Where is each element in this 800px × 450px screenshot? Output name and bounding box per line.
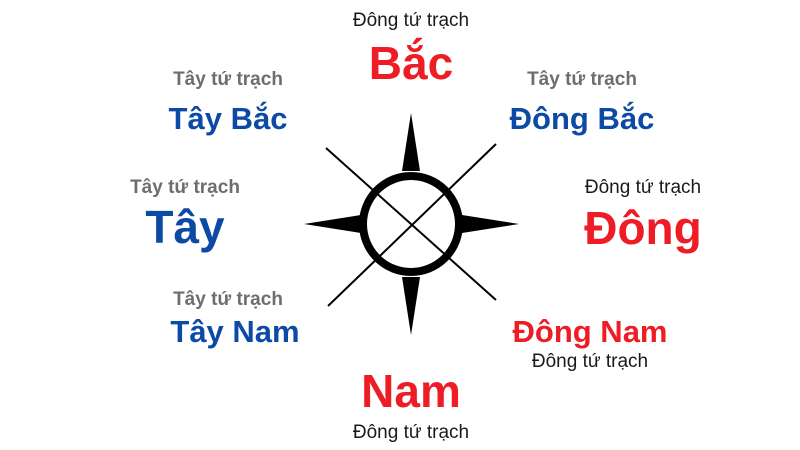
compass-diagonal-ne-sw: [327, 143, 497, 307]
southwest-group-caption: Tây tứ trạch: [173, 289, 283, 310]
south-group-caption: Đông tứ trạch: [352, 422, 470, 443]
east-direction-label: Đông: [584, 202, 702, 254]
northwest-direction-label: Tây Bắc: [168, 101, 288, 136]
north-direction-label: Bắc: [368, 37, 454, 89]
compass-north-point: [402, 113, 420, 171]
southeast-direction-label: Đông Nam: [512, 314, 668, 349]
northwest-group-caption: Tây tứ trạch: [173, 69, 283, 90]
southeast-group-caption: Đông tứ trạch: [531, 351, 649, 372]
north-group-caption: Đông tứ trạch: [352, 10, 470, 31]
northeast-group-caption: Tây tứ trạch: [527, 69, 637, 90]
east-group-caption: Đông tứ trạch: [584, 177, 702, 198]
compass-west-point: [304, 215, 361, 233]
compass-east-point: [462, 215, 519, 233]
southwest-direction-label: Tây Nam: [170, 314, 300, 349]
northeast-direction-label: Đông Bắc: [509, 101, 655, 136]
west-group-caption: Tây tứ trạch: [130, 177, 240, 198]
compass-south-point: [402, 277, 420, 335]
south-direction-label: Nam: [361, 365, 461, 417]
compass-diagonal-nw-se: [325, 147, 497, 301]
west-direction-label: Tây: [145, 201, 225, 253]
